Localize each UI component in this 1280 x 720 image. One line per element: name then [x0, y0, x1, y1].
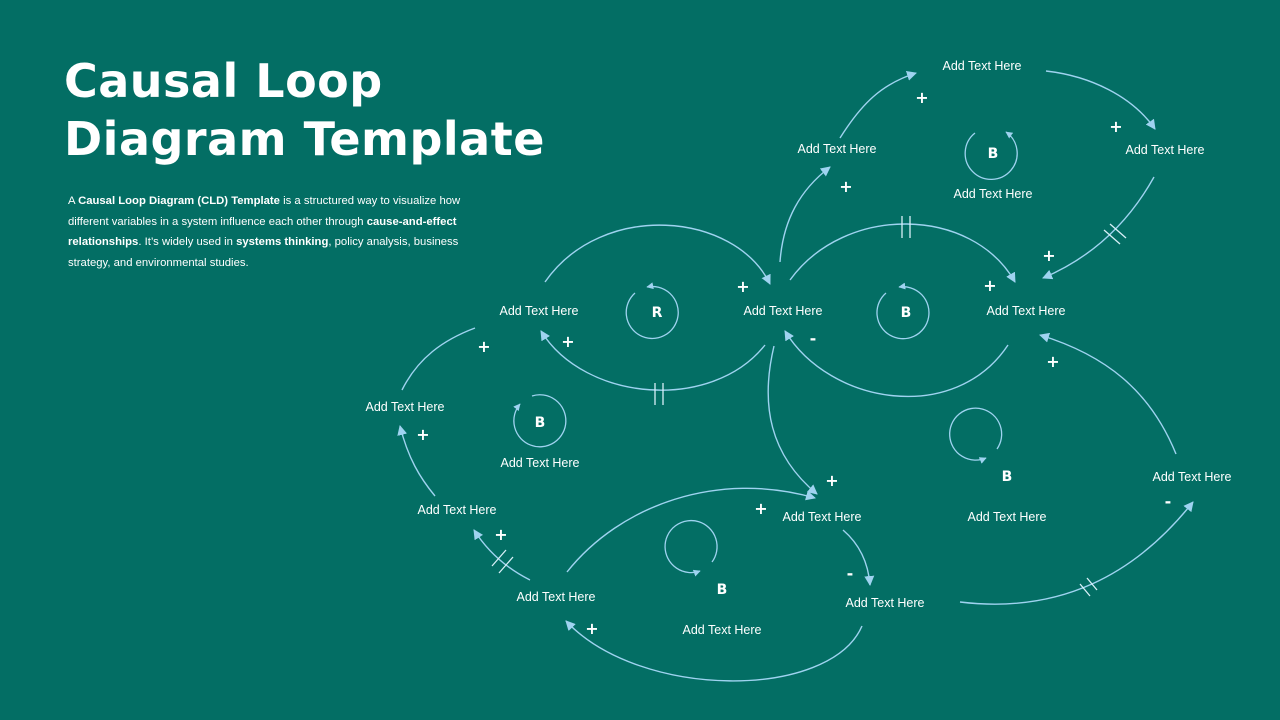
node-lower-left: Add Text Here [418, 503, 497, 517]
plus-sign: + [736, 277, 749, 296]
loop-letter: B [717, 582, 728, 598]
loop-left: B Add Text Here [501, 394, 580, 470]
arrow-midcenter-to-lowercenter [767, 345, 818, 495]
plus-sign: + [494, 525, 507, 544]
node-far-right: Add Text Here [1153, 470, 1232, 484]
description: A Causal Loop Diagram (CLD) Template is … [68, 191, 488, 274]
delay-mark [1079, 583, 1091, 597]
title-line-1: Causal Loop [64, 54, 383, 108]
description-text: . It’s widely used in [138, 236, 237, 249]
loop-label: Add Text Here [501, 456, 580, 470]
description-text: , policy analysis, business strategy, an… [68, 236, 459, 270]
arrow-bottomright-to-bottomleft [565, 620, 863, 682]
description-bold: systems thinking [236, 236, 329, 249]
plus-sign: + [983, 276, 996, 295]
loop-letter: B [535, 415, 546, 431]
plus-sign: + [561, 332, 574, 351]
arrow-upperright-to-midright [1042, 176, 1155, 280]
delay-mark [491, 549, 507, 567]
polarity-signs: + + + + + + + - + + + + + - + - + [416, 88, 1171, 638]
arrow-lowerleft-to-left [397, 425, 436, 497]
arrow-bottomleft-to-lowercenter [566, 487, 816, 573]
arrow-midcenter-to-midright [789, 223, 1016, 283]
node-top: Add Text Here [943, 59, 1022, 73]
loop-letter: B [1002, 469, 1013, 485]
node-mid-center: Add Text Here [744, 304, 823, 318]
plus-sign: + [1046, 352, 1059, 371]
plus-sign: + [915, 88, 928, 107]
loop-arc-icon [876, 282, 930, 340]
loop-arc-icon [664, 520, 718, 577]
plus-sign: + [754, 499, 767, 518]
delay-marks [491, 216, 1127, 597]
loop-label: Add Text Here [968, 510, 1047, 524]
node-upper-right: Add Text Here [1126, 143, 1205, 157]
description-bold: Causal Loop Diagram (CLD) Template [78, 195, 280, 207]
delay-mark [1109, 223, 1127, 239]
plus-sign: + [477, 337, 490, 356]
loop-letter: B [988, 146, 999, 162]
node-lower-center: Add Text Here [783, 510, 862, 524]
minus-sign: - [1165, 492, 1172, 511]
node-upper-left: Add Text Here [798, 142, 877, 156]
loop-label: Add Text Here [683, 623, 762, 637]
arrow-left-to-midleft [401, 327, 476, 391]
arrow-midcenter-to-midleft [540, 330, 766, 391]
loop-indicators: B Add Text Here R B B Add Text Here B Ad… [501, 131, 1047, 637]
description-bold: cause-and-effect relationships [68, 215, 457, 249]
loop-arc-icon [513, 394, 567, 448]
loop-center-right: B [876, 282, 930, 340]
loop-bottom: B Add Text Here [664, 520, 762, 637]
loop-label: Add Text Here [954, 187, 1033, 201]
arrow-lowercenter-to-bottomright [842, 529, 875, 586]
edges [397, 70, 1194, 682]
arrow-bottomleft-to-lowerleft [473, 529, 531, 581]
plus-sign: + [416, 425, 429, 444]
description-text: is a structured way to visualize how dif… [68, 195, 461, 228]
node-left: Add Text Here [366, 400, 445, 414]
minus-sign: - [847, 564, 854, 583]
description-text: A [68, 195, 79, 207]
node-bottom-left: Add Text Here [517, 590, 596, 604]
loop-arc-icon [625, 282, 679, 340]
plus-sign: + [1042, 246, 1055, 265]
delay-mark [498, 556, 514, 574]
arrow-midleft-to-midcenter [544, 224, 771, 285]
plus-sign: + [825, 471, 838, 490]
arrow-midcenter-to-upperleft [779, 166, 831, 263]
plus-sign: + [585, 619, 598, 638]
plus-sign: + [839, 177, 852, 196]
loop-center-left: R [625, 282, 679, 340]
node-mid-right: Add Text Here [987, 304, 1066, 318]
loop-arc-icon [964, 131, 1018, 180]
loop-letter: R [652, 305, 663, 321]
title-line-2: Diagram Template [64, 112, 545, 166]
delay-mark [1086, 577, 1098, 591]
arrow-farright-to-midright [1039, 332, 1177, 455]
loop-top: B Add Text Here [954, 131, 1033, 201]
arrow-upperleft-to-top [839, 71, 917, 139]
arrow-top-to-upperright [1045, 70, 1156, 130]
minus-sign: - [810, 329, 817, 348]
loop-letter: B [901, 305, 912, 321]
node-bottom-right: Add Text Here [846, 596, 925, 610]
node-mid-left: Add Text Here [500, 304, 579, 318]
delay-mark [1103, 229, 1121, 245]
page-title: Causal Loop Diagram Template [64, 52, 584, 168]
loop-right: B Add Text Here [949, 407, 1047, 524]
plus-sign: + [1109, 117, 1122, 136]
arrow-midright-to-midcenter [784, 330, 1009, 398]
loop-arc-icon [949, 407, 1003, 464]
variable-nodes: Add Text Here Add Text Here Add Text Her… [366, 59, 1232, 610]
